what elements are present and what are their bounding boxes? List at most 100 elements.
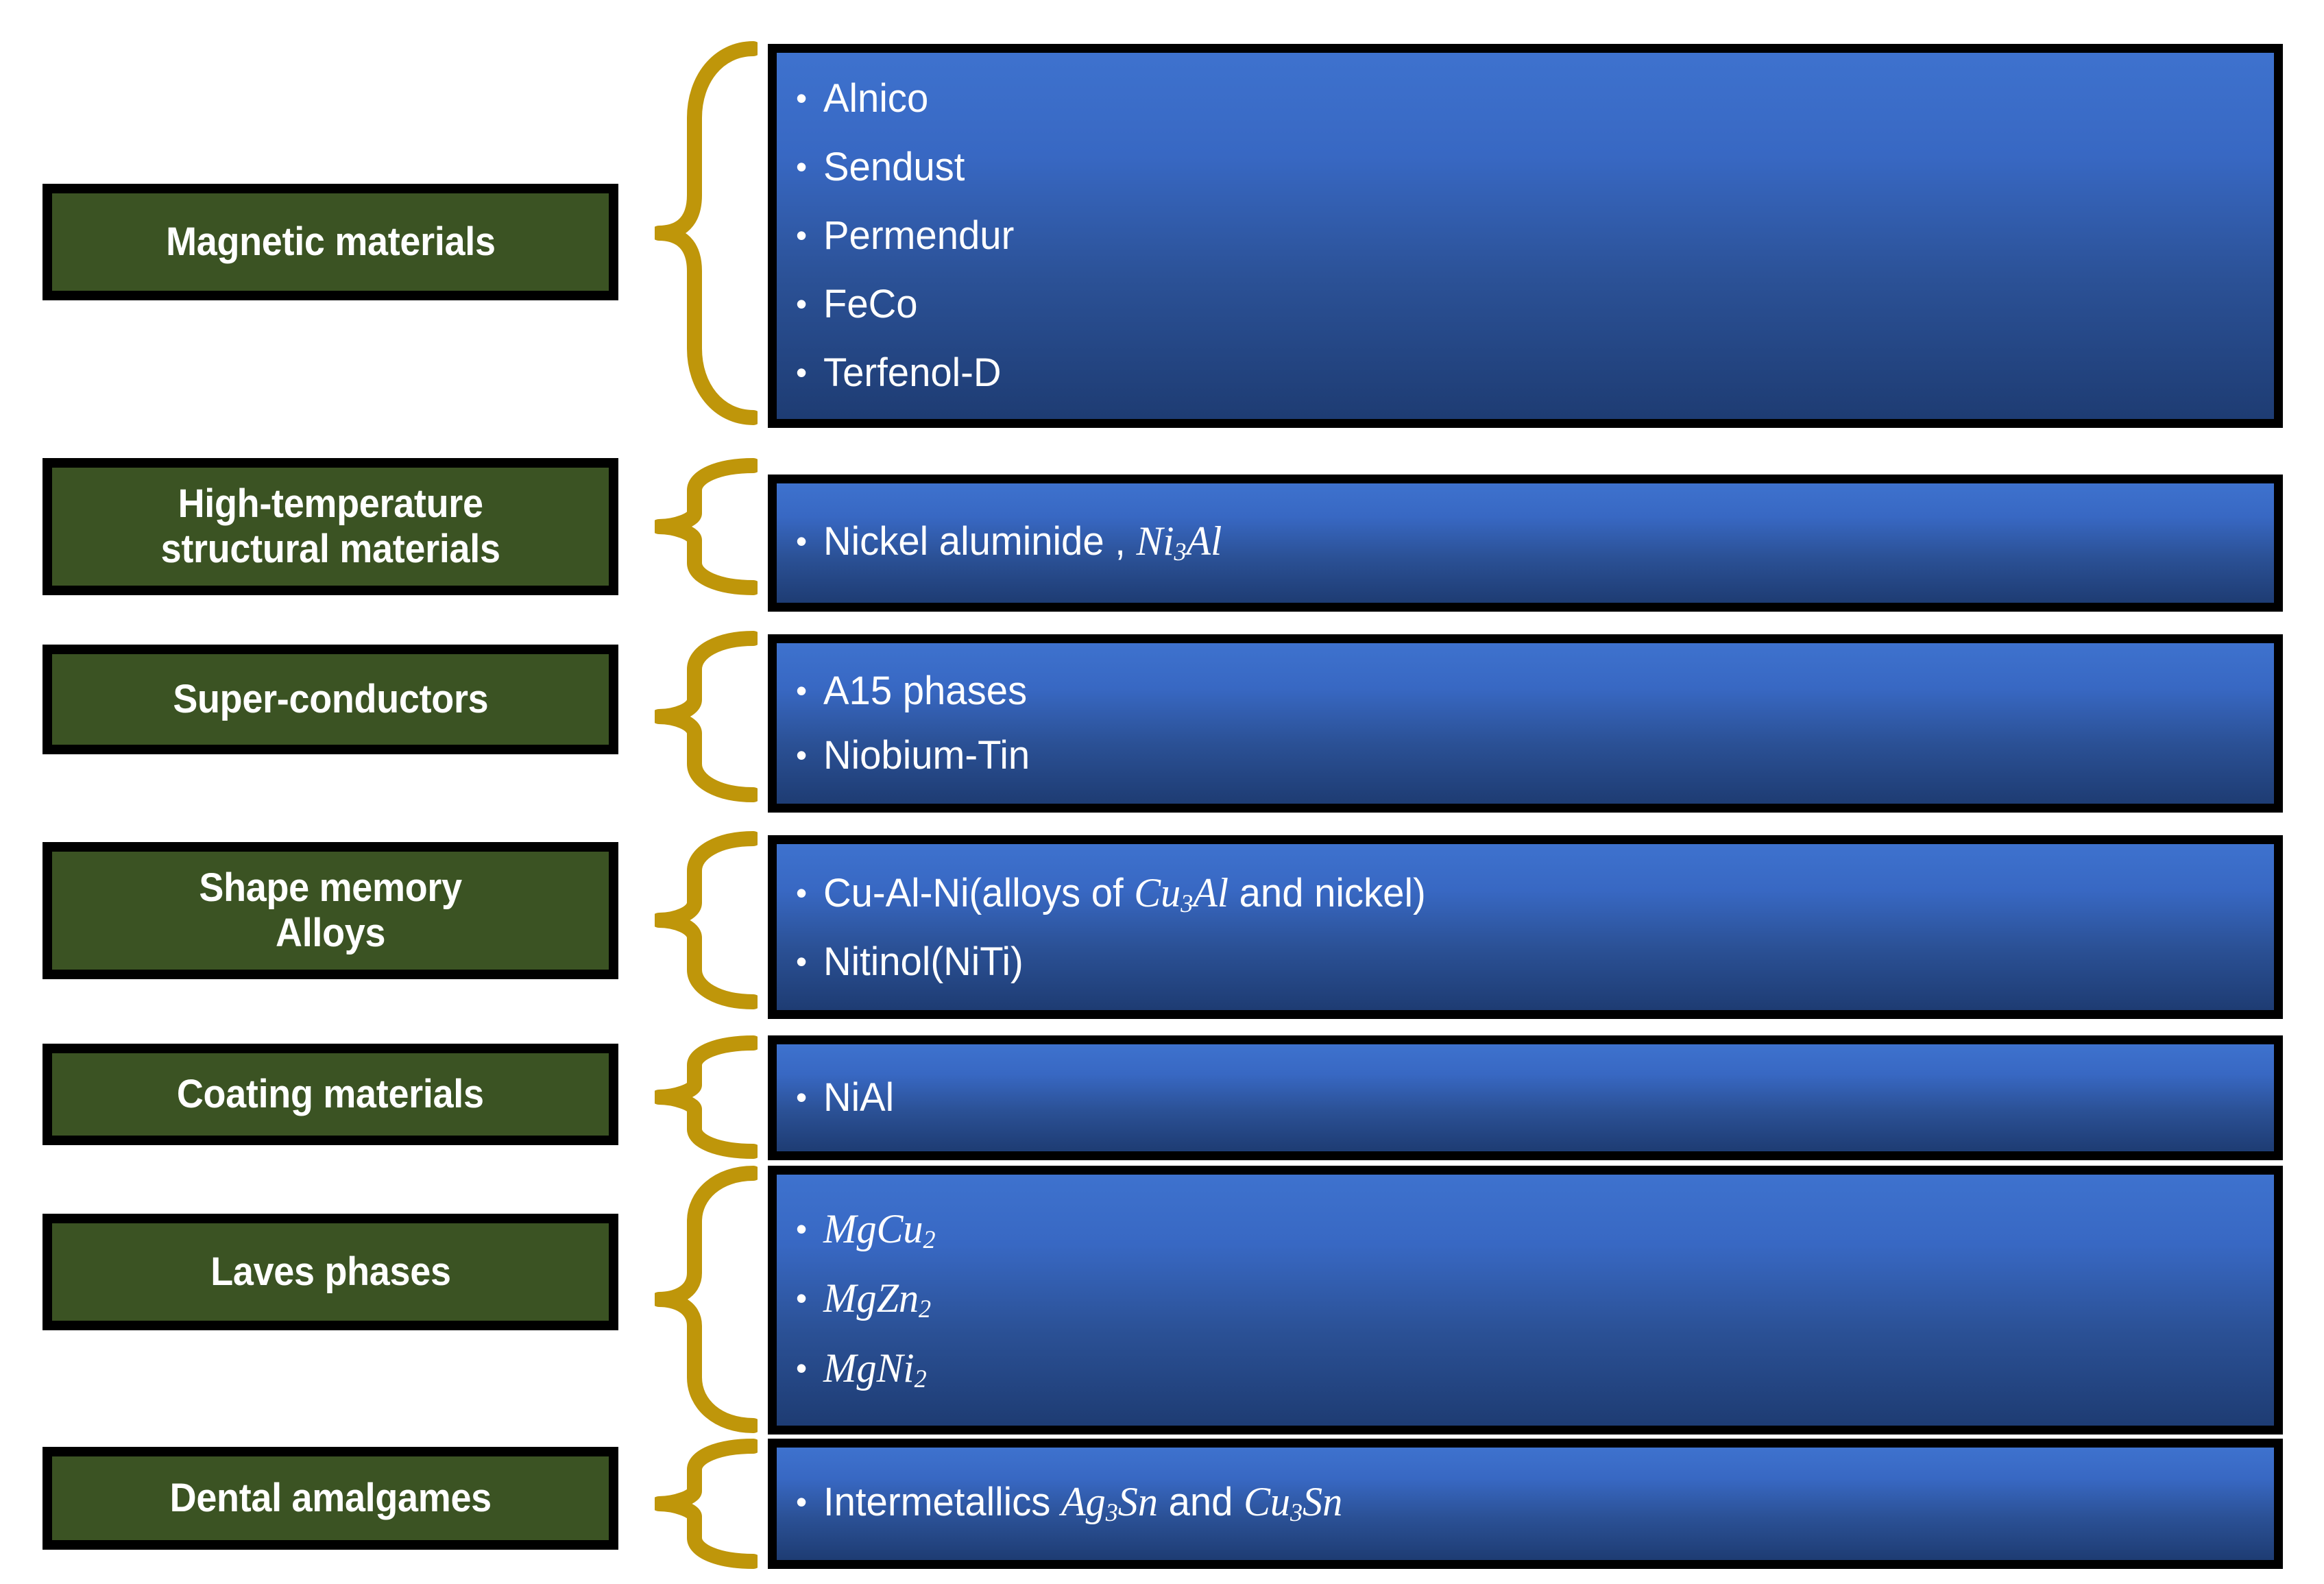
chemical-formula: MgZn2: [823, 1275, 932, 1324]
list-item: •Cu-Al-Ni(alloys of Cu3Al and nickel): [796, 872, 2274, 917]
content-box-high-temperature-structural-materials: • Nickel aluminide , Ni3Al: [768, 475, 2283, 612]
list-item: • Intermetallics Ag3Sn and Cu3Sn: [796, 1481, 2274, 1526]
list-item-label: Nitinol(NiTi): [823, 939, 1024, 984]
list-item: • Sendust: [796, 147, 2274, 187]
item-text: Cu-Al-Ni(alloys of: [823, 871, 1135, 916]
item-text: Sendust: [823, 145, 965, 189]
item-text: A15 phases: [823, 669, 1028, 713]
category-label-text: Dental amalgames: [169, 1475, 492, 1520]
content-box-magnetic-materials: • Alnico • Sendust • Permendur • FeCo • Terfenol-…: [768, 44, 2283, 428]
category-label-text: Laves phases: [210, 1249, 451, 1294]
category-label-text: Magnetic materials: [165, 219, 496, 264]
list-item-label: MgCu2: [823, 1208, 936, 1253]
category-label-box-super-conductors[interactable]: Super-conductors: [43, 645, 618, 754]
item-text: and: [1157, 1480, 1244, 1525]
list-item-label: Sendust: [823, 147, 965, 187]
list-item: • MgNi2: [796, 1347, 2274, 1392]
content-box-coating-materials: • NiAl: [768, 1035, 2283, 1160]
bullet-dot-icon: •: [796, 1280, 808, 1317]
formula-base: Cu: [1134, 870, 1181, 916]
bullet-dot-icon: •: [796, 286, 808, 322]
list-item-label: MgZn2: [823, 1277, 931, 1322]
formula-subscript: 3: [1290, 1499, 1303, 1528]
formula-subscript: 3: [1105, 1499, 1118, 1528]
bullet-dot-icon: •: [796, 1079, 808, 1115]
example-list-high-temperature-structural-materials: • Nickel aluminide , Ni3Al: [796, 520, 2274, 565]
item-text: NiAl: [823, 1075, 895, 1120]
example-list-shape-memory-alloys: •Cu-Al-Ni(alloys of Cu3Al and nickel)•Ni…: [796, 872, 2274, 981]
formula-base: Ni: [1136, 518, 1174, 564]
curly-brace-icon-magnetic-materials: [655, 41, 758, 425]
bullet-dot-icon: •: [796, 80, 808, 116]
chemical-formula: MgCu2: [823, 1205, 936, 1255]
formula-tail: Al: [1186, 518, 1222, 564]
item-text: FeCo: [823, 282, 918, 326]
example-list-laves-phases: •MgCu2•MgZn2•MgNi2: [796, 1208, 2274, 1392]
content-box-shape-memory-alloys: •Cu-Al-Ni(alloys of Cu3Al and nickel)•Ni…: [768, 835, 2283, 1019]
item-text: Alnico: [823, 76, 929, 121]
curly-brace-icon-high-temperature-structural-materials: [655, 458, 758, 595]
formula-subscript: 2: [919, 1295, 932, 1324]
item-text: Nitinol(NiTi): [823, 939, 1024, 984]
bullet-dot-icon: •: [796, 1210, 808, 1247]
formula-tail: Al: [1193, 870, 1229, 916]
category-label-box-laves-phases[interactable]: Laves phases: [43, 1214, 618, 1330]
formula-base: Ag: [1061, 1479, 1106, 1525]
item-text: Niobium-Tin: [823, 733, 1030, 778]
formula-subscript: 2: [923, 1226, 936, 1255]
example-list-dental-amalgames: • Intermetallics Ag3Sn and Cu3Sn: [796, 1481, 2274, 1526]
category-label-box-coating-materials[interactable]: Coating materials: [43, 1044, 618, 1145]
curly-brace-icon-coating-materials: [655, 1035, 758, 1159]
item-text: Intermetallics: [823, 1480, 1062, 1525]
bullet-dot-icon: •: [796, 1349, 808, 1386]
chemical-formula: Cu3Sn: [1244, 1479, 1342, 1528]
list-item: •Nitinol(NiTi): [796, 939, 2274, 984]
list-item-label: Alnico: [823, 79, 928, 119]
bullet-dot-icon: •: [796, 737, 808, 773]
example-list-coating-materials: • NiAl: [796, 1078, 2274, 1118]
list-item-label: Niobium-Tin: [823, 736, 1030, 776]
list-item-label: MgNi2: [823, 1347, 927, 1392]
list-item: • NiAl: [796, 1078, 2274, 1118]
curly-brace-icon-super-conductors: [655, 631, 758, 802]
category-label-box-magnetic-materials[interactable]: Magnetic materials: [43, 184, 618, 300]
chemical-formula: Ni3Al: [1136, 518, 1222, 567]
list-item-label: Intermetallics Ag3Sn and Cu3Sn: [823, 1481, 1342, 1526]
formula-base: MgCu: [823, 1205, 923, 1251]
chemical-formula: MgNi2: [823, 1345, 927, 1393]
category-label-box-dental-amalgames[interactable]: Dental amalgames: [43, 1447, 618, 1550]
list-item: • Terfenol-D: [796, 353, 2274, 393]
bullet-dot-icon: •: [796, 523, 808, 560]
content-box-dental-amalgames: • Intermetallics Ag3Sn and Cu3Sn: [768, 1439, 2283, 1569]
formula-subscript: 3: [1181, 890, 1194, 919]
formula-base: MgZn: [823, 1275, 919, 1321]
chemical-formula: Cu3Al: [1134, 870, 1229, 919]
item-text: Nickel aluminide ,: [823, 519, 1137, 564]
category-label-text: Coating materials: [177, 1071, 484, 1116]
bullet-dot-icon: •: [796, 1484, 808, 1520]
list-item: • Permendur: [796, 216, 2274, 256]
list-item-label: A15 phases: [823, 671, 1027, 711]
formula-subscript: 3: [1174, 538, 1187, 567]
category-label-box-high-temperature-structural-materials[interactable]: High-temperature structural materials: [43, 458, 618, 595]
bullet-dot-icon: •: [796, 355, 808, 390]
chemical-formula: Ag3Sn: [1061, 1479, 1158, 1528]
list-item-label: Permendur: [823, 216, 1014, 256]
list-item: •A15 phases: [796, 671, 2274, 711]
category-label-text: High-temperature structural materials: [160, 481, 500, 571]
list-item: • Alnico: [796, 79, 2274, 119]
category-label-text: Super-conductors: [172, 676, 489, 721]
list-item-label: Nickel aluminide , Ni3Al: [823, 520, 1222, 565]
bullet-dot-icon: •: [796, 217, 808, 253]
formula-subscript: 2: [914, 1365, 927, 1393]
list-item: • MgCu2: [796, 1208, 2274, 1253]
category-label-box-shape-memory-alloys[interactable]: Shape memory Alloys: [43, 842, 618, 979]
bullet-dot-icon: •: [796, 875, 808, 911]
bullet-dot-icon: •: [796, 149, 808, 184]
list-item: • Niobium-Tin: [796, 736, 2274, 776]
list-item: • MgZn2: [796, 1277, 2274, 1322]
list-item: • FeCo: [796, 285, 2274, 324]
content-box-laves-phases: •MgCu2•MgZn2•MgNi2: [768, 1166, 2283, 1435]
list-item-label: Terfenol-D: [823, 353, 1002, 393]
